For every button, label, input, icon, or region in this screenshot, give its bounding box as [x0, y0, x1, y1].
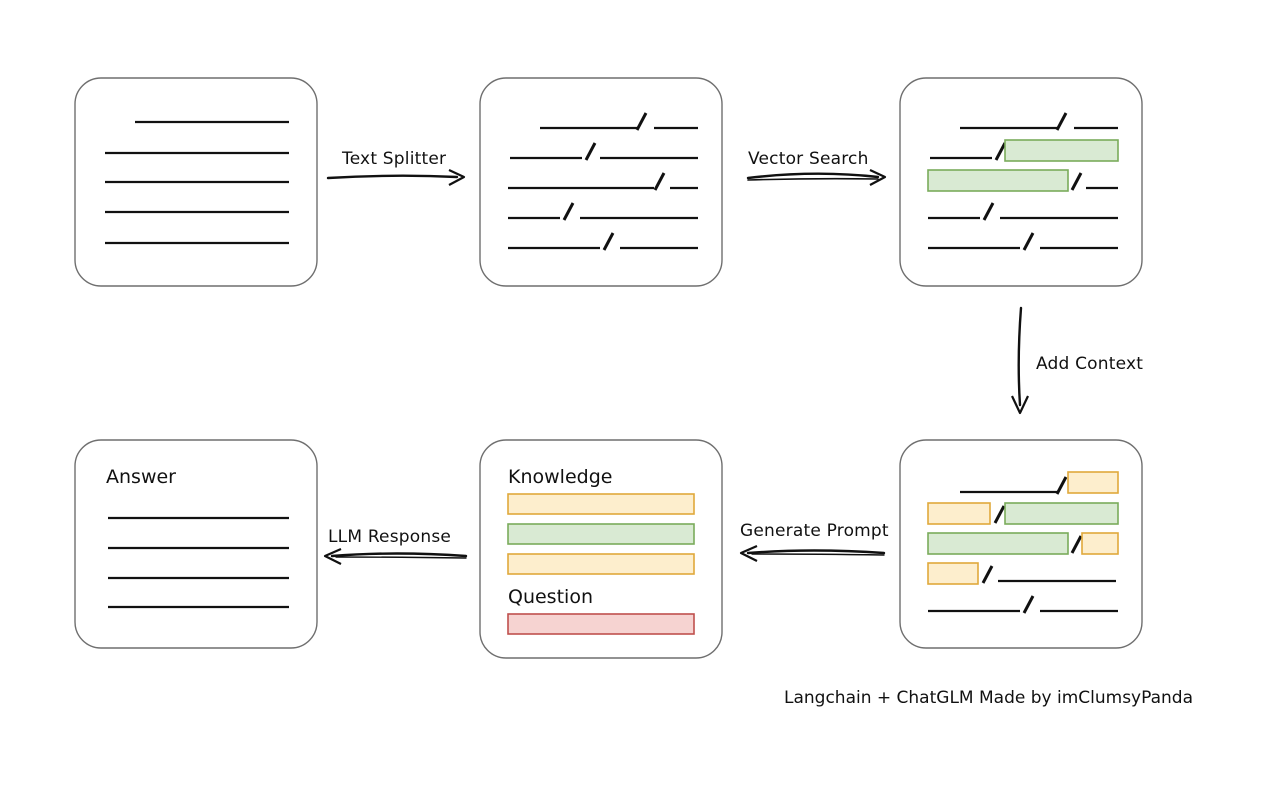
- arrow-label-vector-search: Vector Search: [748, 149, 869, 169]
- box-split-chunks[interactable]: [479, 77, 723, 287]
- slash-separator: [1070, 535, 1083, 554]
- chunk-green: [507, 523, 695, 545]
- prompt-section-label-knowledge: Knowledge: [508, 466, 612, 488]
- box-context-chunks[interactable]: [899, 439, 1143, 649]
- slash-separator: [1055, 476, 1068, 495]
- split-chunks-frame[interactable]: [479, 77, 723, 287]
- chunk-yellow: [927, 502, 991, 525]
- chunk-red: [507, 613, 695, 635]
- chunk-yellow: [1067, 471, 1119, 494]
- slash-separator: [635, 112, 648, 131]
- slash-separator: [1070, 172, 1083, 191]
- slash-separator: [602, 232, 615, 251]
- prompt-section-label-question: Question: [508, 586, 593, 608]
- chunk-green: [927, 532, 1069, 555]
- slash-separator: [584, 142, 597, 161]
- slash-separator: [982, 202, 995, 221]
- chunk-yellow: [507, 493, 695, 515]
- box-prompt[interactable]: Knowledge Question: [479, 439, 723, 659]
- arrow-text-splitter: [326, 169, 466, 186]
- vector-matched-rows: [927, 112, 1119, 251]
- chunk-green: [1004, 139, 1119, 162]
- source-document-lines: [105, 120, 289, 245]
- slash-separator: [993, 505, 1006, 524]
- box-source-document[interactable]: [74, 77, 318, 287]
- split-chunks-rows: [508, 112, 698, 251]
- answer-lines: [108, 516, 289, 609]
- box-vector-matched-chunks[interactable]: [899, 77, 1143, 287]
- slash-separator: [562, 202, 575, 221]
- slash-separator: [981, 565, 994, 584]
- context-chunks-rows: [927, 471, 1119, 614]
- answer-title: Answer: [106, 466, 176, 488]
- slash-separator: [1022, 232, 1035, 251]
- chunk-yellow: [507, 553, 695, 575]
- arrow-label-llm-response: LLM Response: [328, 527, 451, 547]
- answer-frame[interactable]: [74, 439, 318, 649]
- arrow-llm-response: [323, 547, 468, 565]
- slash-separator: [1022, 595, 1035, 614]
- arrow-label-text-splitter: Text Splitter: [341, 149, 446, 169]
- arrow-generate-prompt: [739, 544, 886, 562]
- arrow-vector-search: [746, 169, 887, 186]
- diagram-caption: Langchain + ChatGLM Made by imClumsyPand…: [784, 688, 1193, 708]
- arrow-add-context: [1011, 306, 1029, 415]
- chunk-green: [927, 169, 1069, 192]
- chunk-green: [1004, 502, 1119, 525]
- slash-separator: [653, 172, 666, 191]
- slash-separator: [1055, 112, 1068, 131]
- arrow-label-generate-prompt: Generate Prompt: [740, 521, 889, 541]
- slash-separator: [994, 142, 1007, 161]
- box-answer[interactable]: Answer: [74, 439, 318, 649]
- chunk-yellow: [1081, 532, 1119, 555]
- arrow-label-add-context: Add Context: [1036, 354, 1143, 374]
- chunk-yellow: [927, 562, 979, 585]
